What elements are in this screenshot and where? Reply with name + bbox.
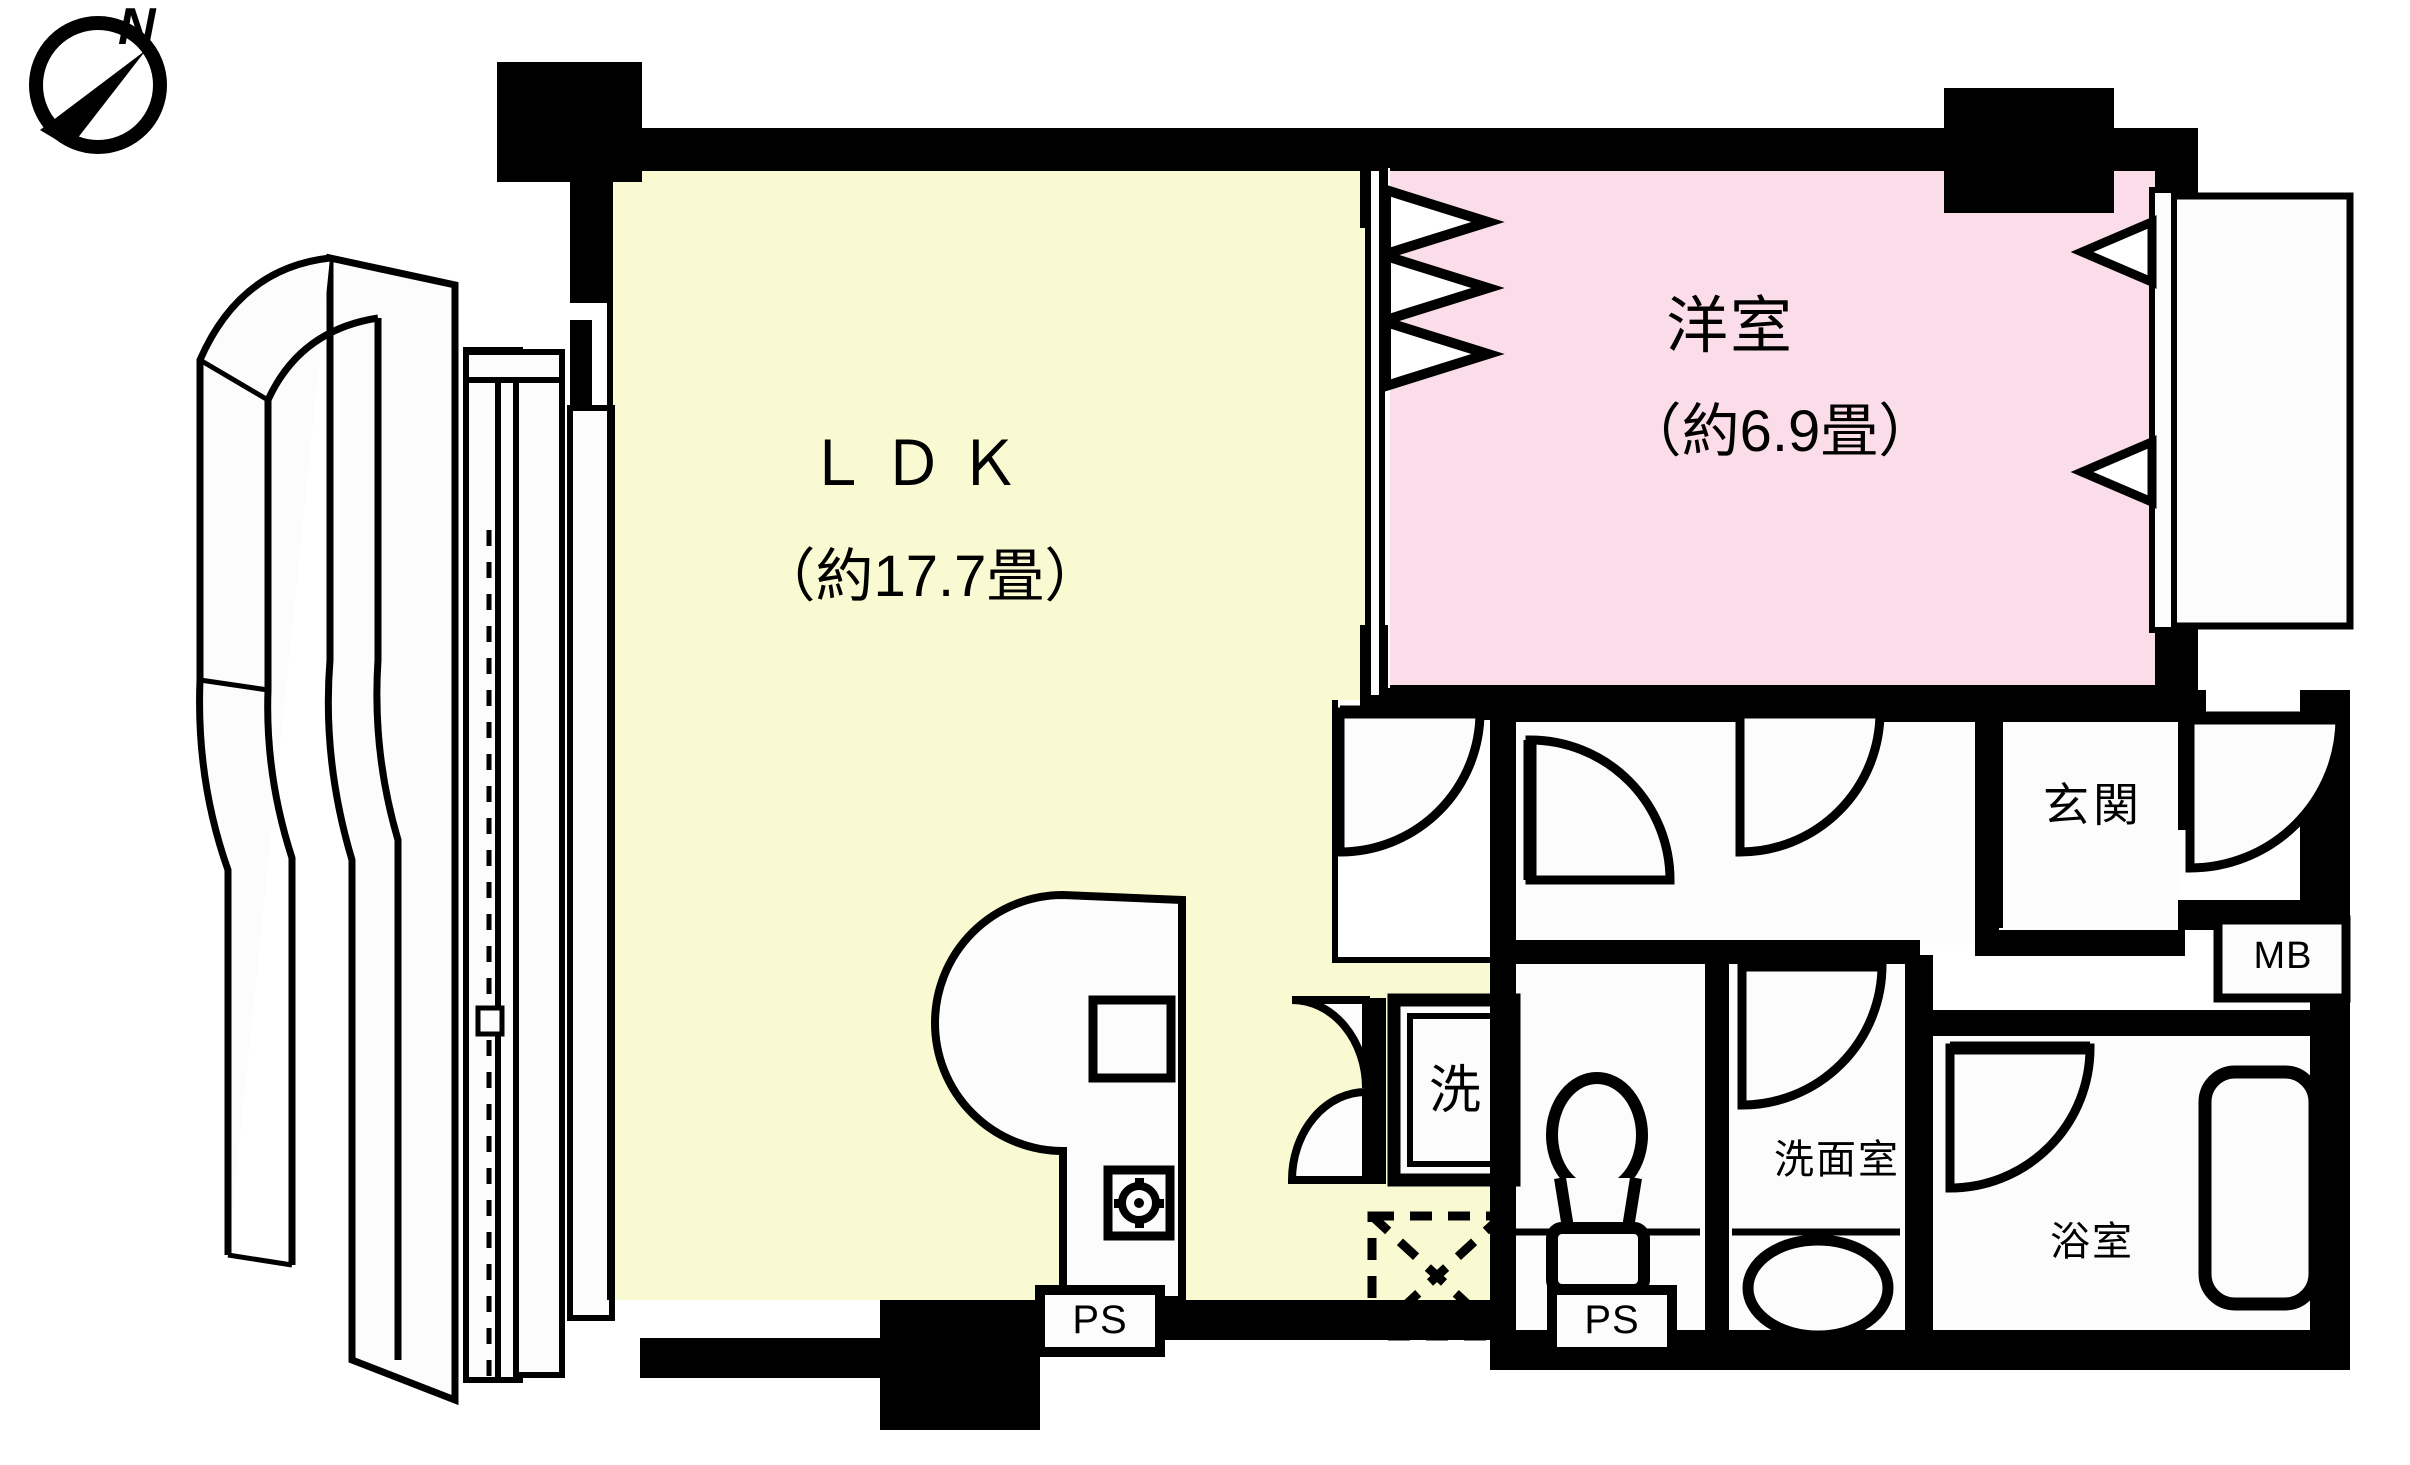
kitchen-sink bbox=[1088, 995, 1176, 1083]
north-letter: N bbox=[118, 0, 156, 56]
ps-boxes bbox=[1035, 1285, 1677, 1357]
door-leaves bbox=[1340, 705, 2340, 1055]
entrance-label: 玄関 bbox=[2043, 779, 2143, 831]
bedroom-floor-fill bbox=[1390, 165, 2160, 690]
toilet-fixture bbox=[1546, 1072, 1650, 1296]
washing-machine-label: 洗 bbox=[1428, 1062, 1481, 1120]
bedroom-fill-group bbox=[1390, 165, 2160, 690]
ps-left-box bbox=[1035, 1285, 1165, 1357]
ldk-area-label: （約17.7畳） bbox=[757, 544, 1103, 609]
bedroom-right-closet bbox=[2070, 187, 2354, 633]
mb-label: MB bbox=[2253, 935, 2313, 977]
ps-right-box bbox=[1547, 1285, 1677, 1357]
bathtub bbox=[2198, 1065, 2322, 1311]
ldk-fill-group bbox=[610, 140, 1490, 1340]
balcony-bay bbox=[196, 253, 459, 1406]
ldk-outline bbox=[607, 165, 1490, 1300]
door-swings bbox=[1335, 707, 2345, 1193]
folding-partition-door bbox=[1365, 165, 1505, 701]
bedroom-area-label: （約6.9畳） bbox=[1623, 399, 1937, 464]
ldk-label: ＬＤＫ bbox=[805, 430, 1034, 499]
bathroom-label: 浴室 bbox=[2050, 1220, 2134, 1264]
kitchen-unit bbox=[931, 890, 1186, 1304]
mb-box bbox=[2213, 915, 2351, 1003]
ps-right-label: PS bbox=[1584, 1298, 1640, 1342]
vanity-basin bbox=[1742, 1234, 1894, 1342]
stove-burner-glyph bbox=[1114, 1178, 1164, 1228]
washroom-label: 洗面室 bbox=[1774, 1138, 1900, 1182]
entrance-fill bbox=[2000, 705, 2180, 935]
ps-left-label: PS bbox=[1072, 1298, 1128, 1342]
bedroom-label: 洋室 bbox=[1665, 292, 1794, 361]
ldk-floor-fill bbox=[610, 140, 1490, 1340]
sliding-glass-doors bbox=[463, 347, 615, 1383]
north-arrow-icon bbox=[29, 16, 167, 154]
